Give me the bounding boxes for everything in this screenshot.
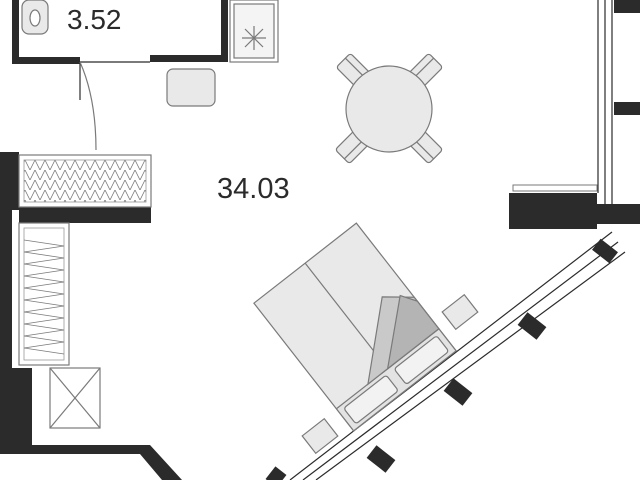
wall-bathroom-bottom-left [12, 57, 80, 64]
shower-tray [229, 0, 279, 63]
armchair [166, 68, 216, 107]
windows [289, 0, 626, 480]
nightstand [301, 417, 339, 455]
double-bed-group [253, 222, 479, 455]
window-mullion [614, 0, 640, 13]
window-mullion [517, 312, 547, 340]
wall-column-right-lip [597, 204, 640, 224]
storage-cabinet [49, 367, 101, 429]
window-mullion [614, 102, 640, 115]
wall-bathroom-bottom-right [150, 55, 228, 62]
wardrobe [18, 154, 152, 208]
bed-pillow [344, 375, 398, 424]
wall-wardrobe-partition [19, 207, 151, 223]
round-dining-table [345, 65, 433, 153]
window-mullion [265, 466, 287, 480]
wardrobe [18, 222, 70, 366]
studio-area-label: 34.03 [217, 173, 290, 205]
wall-bathroom-left [12, 0, 19, 64]
dining-set [335, 53, 443, 164]
toilet [21, 0, 49, 35]
wall-column-right [509, 193, 597, 229]
bathroom-door [79, 61, 150, 151]
wall-bathroom-divider [221, 0, 228, 62]
window-mullion [592, 238, 618, 264]
nightstand [441, 293, 479, 331]
wall-left-exterior [0, 152, 182, 480]
window-mullion [366, 445, 396, 473]
window-mullion [443, 378, 473, 406]
bed-pillow [394, 336, 449, 384]
bathroom-area-label: 3.52 [67, 4, 122, 35]
